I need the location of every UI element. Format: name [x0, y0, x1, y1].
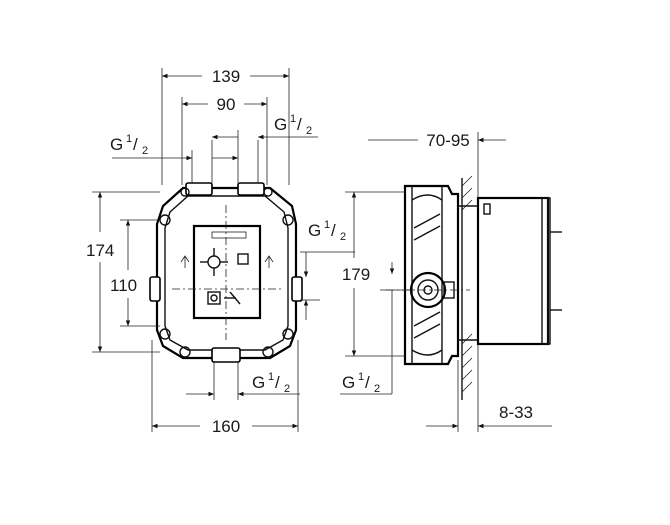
- thread-bottom-main: G: [252, 373, 265, 392]
- side-cover-box: [476, 196, 550, 346]
- dim-110-label: 110: [110, 276, 137, 295]
- svg-text:/: /: [331, 221, 336, 240]
- dim-70-95-label: 70-95: [426, 131, 469, 150]
- thread-right-num: 1: [324, 219, 330, 231]
- dim-8-33-label: 8-33: [499, 403, 533, 422]
- arrow-symbols: [180, 255, 274, 268]
- left-port: [149, 276, 161, 302]
- thread-bottom-den: 2: [284, 383, 290, 395]
- side-body-outline: [403, 184, 460, 366]
- thread-top-right-num: 1: [290, 113, 296, 125]
- dim-174-label: 174: [86, 241, 114, 260]
- valve-symbol: [200, 248, 249, 305]
- thread-side-main: G: [342, 373, 355, 392]
- top-right-port: [237, 182, 265, 196]
- dim-90-label: 90: [217, 95, 236, 114]
- dim-139-label: 139: [212, 67, 240, 86]
- bottom-port: [211, 347, 241, 363]
- thread-top-left-num: 1: [126, 133, 132, 145]
- right-port: [291, 276, 303, 302]
- thread-right-den: 2: [340, 231, 346, 243]
- thread-side-den: 2: [374, 383, 380, 395]
- wall-hatching: [461, 175, 473, 400]
- mounting-holes: [159, 187, 294, 358]
- thread-side-num: 1: [358, 371, 364, 383]
- thread-top-left-main: G: [110, 135, 123, 154]
- side-view: 70-95 179 G 1 / 2 8-33: [340, 131, 562, 432]
- thread-right-main: G: [308, 221, 321, 240]
- top-left-port: [185, 182, 213, 196]
- central-plate: [192, 224, 262, 320]
- dim-179-label: 179: [342, 265, 370, 284]
- thread-top-right-den: 2: [306, 125, 312, 137]
- svg-text:/: /: [133, 135, 138, 154]
- front-body-outline: [155, 186, 298, 360]
- thread-top-right-main: G: [274, 115, 287, 134]
- svg-text:/: /: [365, 373, 370, 392]
- front-view: 139 90 G 1 / 2 G 1 / 2 174 110: [86, 67, 355, 436]
- front-body-inner-outline: [164, 195, 289, 351]
- dim-160-label: 160: [212, 417, 240, 436]
- thread-top-left-den: 2: [142, 145, 148, 157]
- svg-text:/: /: [275, 373, 280, 392]
- brand-label: [211, 231, 247, 239]
- svg-text:/: /: [297, 115, 302, 134]
- thread-bottom-num: 1: [268, 371, 274, 383]
